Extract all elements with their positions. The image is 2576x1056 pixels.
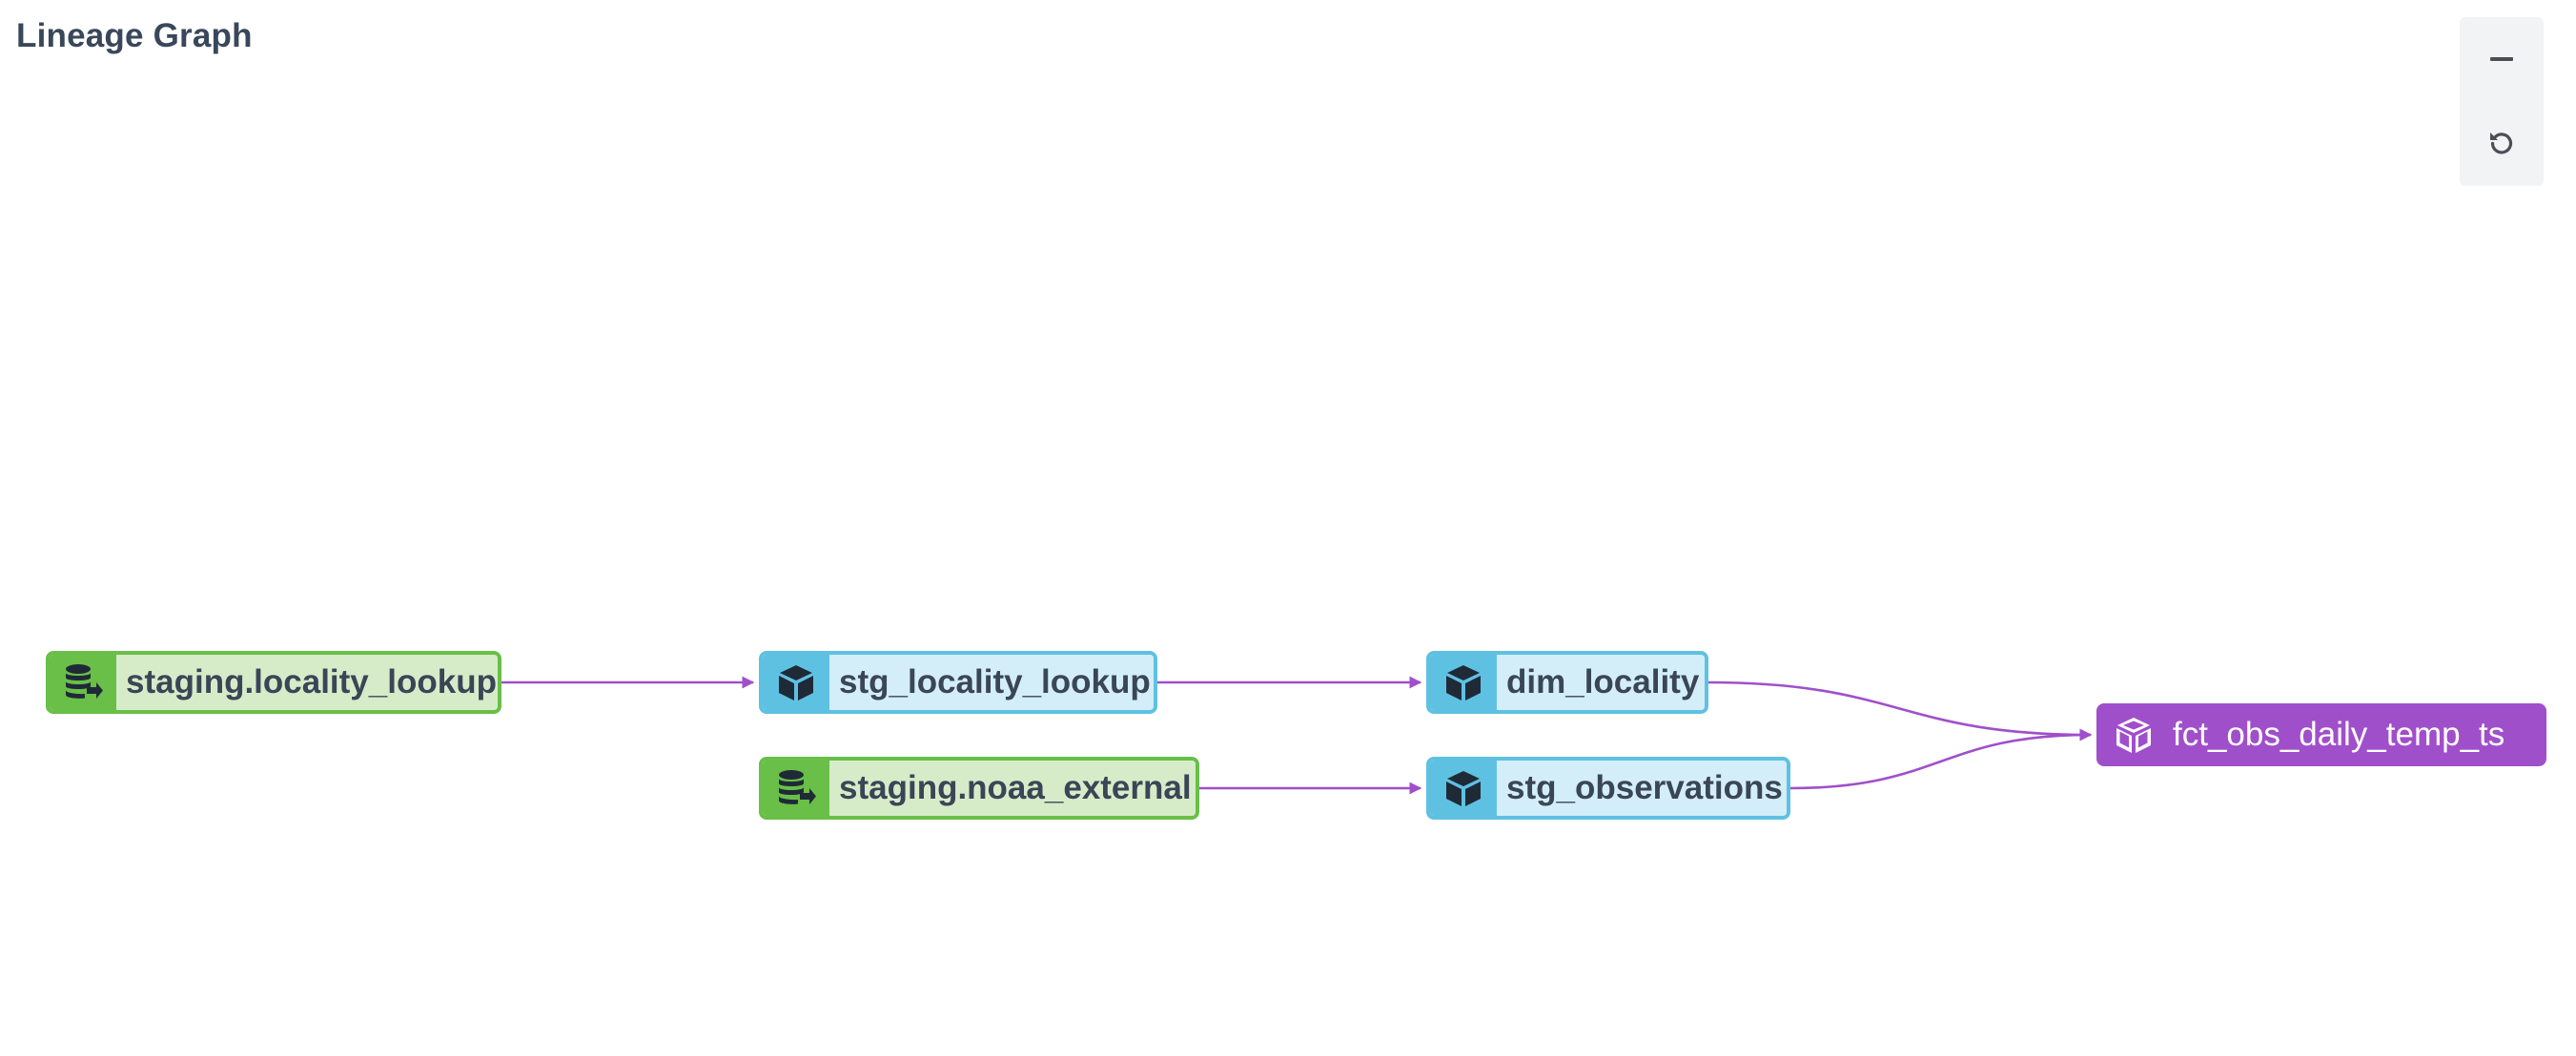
database-export-icon xyxy=(779,770,816,804)
node-dim-locality[interactable]: dim_locality xyxy=(1426,651,1708,714)
edge-dim_locality-to-fct_obs_daily_temp_ts xyxy=(1707,680,2093,741)
reset-view-button[interactable] xyxy=(2460,101,2544,185)
edge-stg_observations-to-fct_obs_daily_temp_ts xyxy=(1789,728,2093,790)
minus-icon xyxy=(2490,57,2513,61)
page-title: Lineage Graph xyxy=(16,17,253,54)
graph-controls xyxy=(2460,17,2544,186)
node-staging-noaa-external[interactable]: staging.noaa_external xyxy=(759,757,1199,820)
node-staging-locality-lookup[interactable]: staging.locality_lookup xyxy=(46,651,501,714)
cube-icon xyxy=(779,665,813,701)
node-label: staging.noaa_external xyxy=(829,761,1196,816)
node-label: stg_locality_lookup xyxy=(829,655,1154,710)
zoom-out-button[interactable] xyxy=(2460,17,2544,101)
cube-icon xyxy=(1446,665,1481,701)
node-label: fct_obs_daily_temp_ts xyxy=(2167,707,2543,762)
cube-icon xyxy=(2116,718,2151,753)
reset-rotate-icon xyxy=(2490,132,2513,154)
node-stg-locality-lookup[interactable]: stg_locality_lookup xyxy=(759,651,1157,714)
database-export-icon xyxy=(66,664,103,699)
cube-icon xyxy=(1446,771,1481,806)
node-fct-obs-daily-temp-ts[interactable]: fct_obs_daily_temp_ts xyxy=(2096,703,2546,766)
node-label: staging.locality_lookup xyxy=(116,655,498,710)
node-label: stg_observations xyxy=(1497,761,1787,816)
node-stg-observations[interactable]: stg_observations xyxy=(1426,757,1790,820)
node-label: dim_locality xyxy=(1497,655,1705,710)
